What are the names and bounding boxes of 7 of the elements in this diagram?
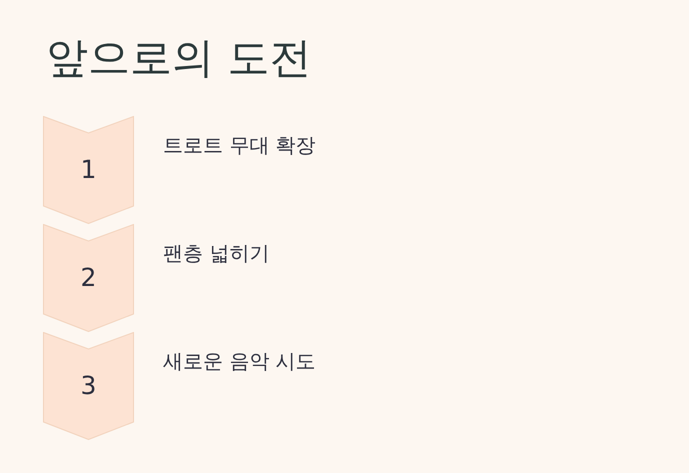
step-label: 새로운 음악 시도 xyxy=(163,348,316,375)
step-label: 트로트 무대 확장 xyxy=(163,132,316,159)
step-number: 1 xyxy=(80,154,98,186)
step-label: 팬층 넓히기 xyxy=(163,240,270,267)
step-number: 3 xyxy=(80,370,98,402)
step-number: 2 xyxy=(80,262,98,294)
slide-title: 앞으로의 도전 xyxy=(46,32,312,84)
